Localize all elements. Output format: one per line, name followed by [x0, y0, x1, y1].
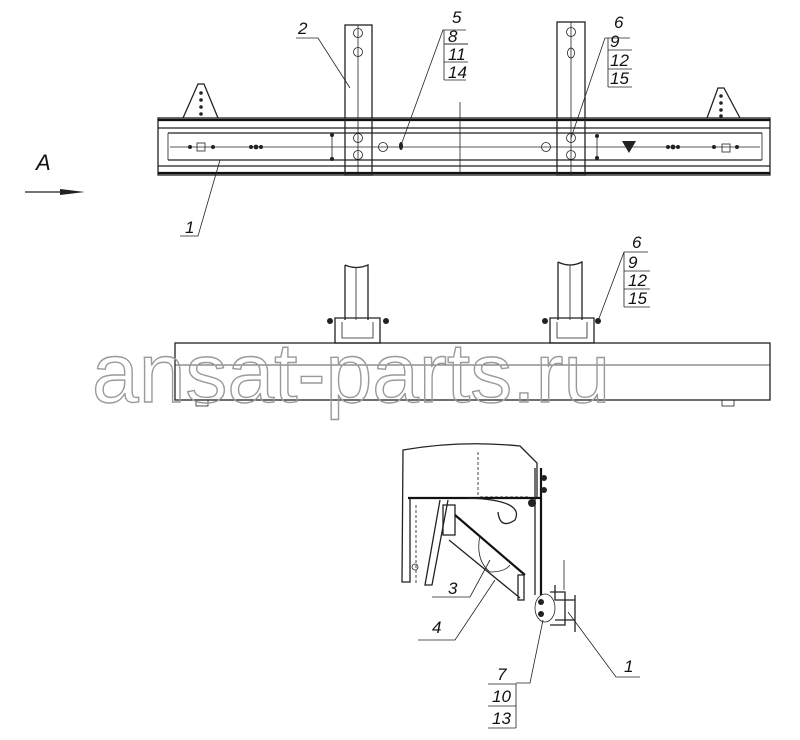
beam-outline — [157, 117, 771, 176]
top-view: 2 1 5 8 11 14 6 9 12 15 A — [25, 8, 771, 237]
leader-1-section — [567, 611, 640, 678]
callout-5: 5 — [452, 8, 462, 27]
callout-group-left: 5 8 11 14 — [443, 8, 468, 82]
callout-8: 8 — [448, 27, 458, 46]
callout-10: 10 — [492, 687, 511, 706]
callout-3: 3 — [448, 579, 458, 598]
upright-left — [344, 24, 373, 176]
upright-right-side — [557, 260, 583, 320]
watermark: ansat-parts.ru — [92, 326, 610, 420]
callout-2: 2 — [297, 19, 308, 38]
callout-4: 4 — [432, 618, 441, 637]
callout-6: 6 — [614, 13, 624, 32]
beam-side — [174, 342, 771, 401]
upright-left-side — [344, 264, 369, 320]
leader-4 — [418, 579, 496, 641]
callout-group-right: 6 9 12 15 — [607, 13, 632, 88]
leader-5 — [399, 29, 466, 149]
callout-group-side: 6 9 12 15 — [623, 233, 650, 308]
callout-12: 12 — [628, 271, 647, 290]
callout-15: 15 — [610, 69, 629, 88]
callout-9: 9 — [628, 253, 638, 272]
gusset-left — [182, 83, 219, 119]
callout-7: 7 — [497, 665, 507, 684]
section-view: 3 4 1 7 10 13 — [401, 443, 640, 729]
callout-11: 11 — [448, 45, 466, 64]
callout-13: 13 — [492, 709, 511, 728]
leader-6 — [570, 37, 630, 139]
leader-2 — [296, 37, 351, 89]
view-marker: A — [34, 150, 51, 175]
leader-1 — [180, 159, 221, 237]
callout-6: 6 — [632, 233, 642, 252]
callout-14: 14 — [448, 63, 467, 82]
leader-3 — [432, 559, 491, 598]
view-arrow-icon — [25, 189, 85, 195]
callout-12: 12 — [610, 51, 629, 70]
callout-9: 9 — [610, 32, 620, 51]
callout-group-bolt: 7 10 13 — [488, 665, 517, 729]
leader-7 — [516, 619, 544, 684]
callout-1-section: 1 — [624, 657, 633, 676]
callout-15: 15 — [628, 289, 647, 308]
side-view: 6 9 12 15 — [174, 233, 771, 407]
callout-1: 1 — [185, 218, 194, 237]
gusset-right — [706, 87, 741, 119]
